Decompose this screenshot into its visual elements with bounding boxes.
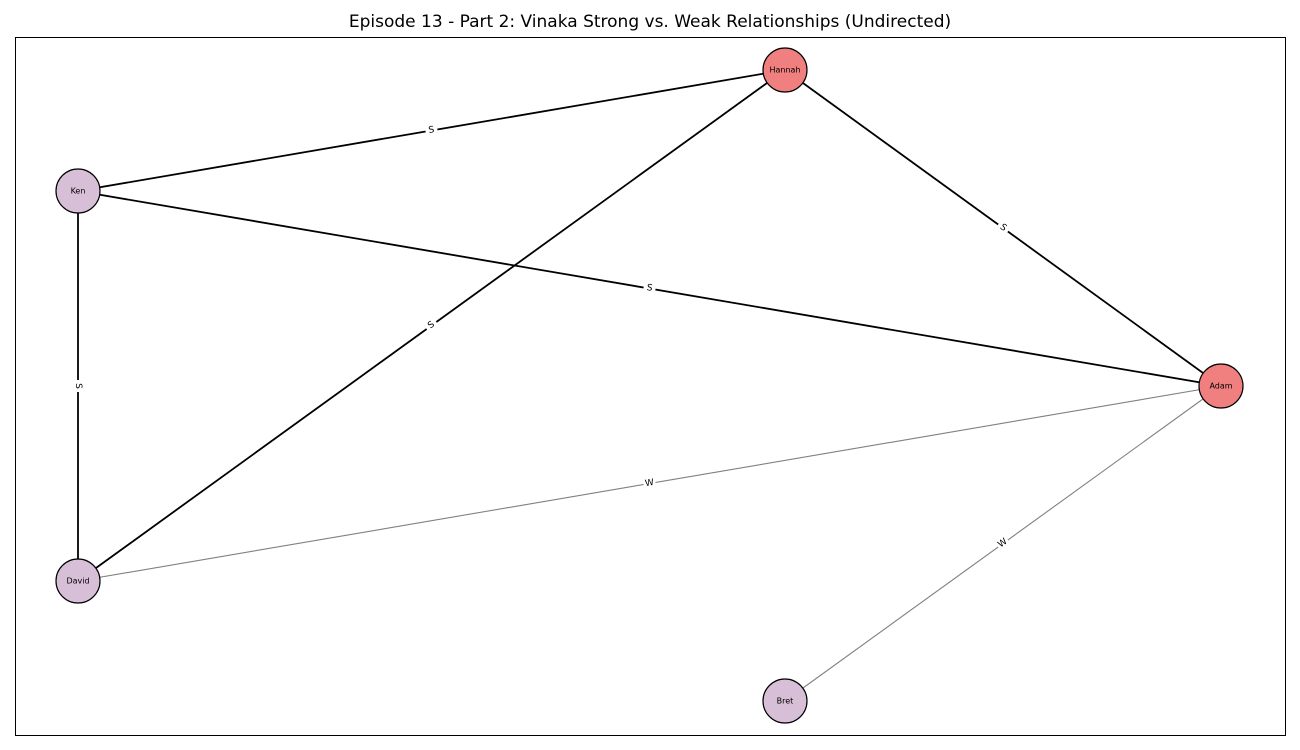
edge-label-background <box>994 219 1012 237</box>
node-label: David <box>66 577 89 586</box>
node-ken: Ken <box>55 168 101 214</box>
edge-label-background <box>642 281 657 296</box>
edge-label-background <box>423 317 440 334</box>
edge-label-group: S <box>423 317 440 334</box>
node-label: Ken <box>71 187 86 196</box>
edge-label-group: S <box>994 219 1012 237</box>
chart-title: Episode 13 - Part 2: Vinaka Strong vs. W… <box>348 12 952 32</box>
edge-label: S <box>998 222 1009 234</box>
edge-label-group: W <box>994 535 1012 552</box>
node-circle <box>762 47 808 93</box>
edge-label: S <box>426 320 437 332</box>
edge-label: S <box>646 283 654 294</box>
node-david: David <box>55 558 101 604</box>
edge-label: S <box>73 383 83 389</box>
node-circle <box>762 678 808 724</box>
node-label: Adam <box>1209 382 1232 391</box>
edge-label-group: S <box>72 380 84 392</box>
edge-label-background <box>72 380 84 392</box>
plot-frame <box>15 37 1286 736</box>
node-label: Hannah <box>769 66 800 75</box>
edge-label-background <box>642 476 657 491</box>
edge-label: W <box>644 478 655 489</box>
edge-label-background <box>994 535 1012 552</box>
node-hannah: Hannah <box>762 47 808 93</box>
edge-label-group: S <box>642 281 657 296</box>
edge-label-group: S <box>424 123 439 138</box>
node-circle <box>55 168 101 214</box>
node-label: Bret <box>777 697 794 706</box>
edge-label: S <box>428 125 436 136</box>
node-circle <box>1198 363 1244 409</box>
node-bret: Bret <box>762 678 808 724</box>
edge-label-background <box>424 123 439 138</box>
node-circle <box>55 558 101 604</box>
node-adam: Adam <box>1198 363 1244 409</box>
edge-label-group: W <box>642 476 657 491</box>
edge-labels-layer: S S S S S W W <box>72 123 1012 552</box>
